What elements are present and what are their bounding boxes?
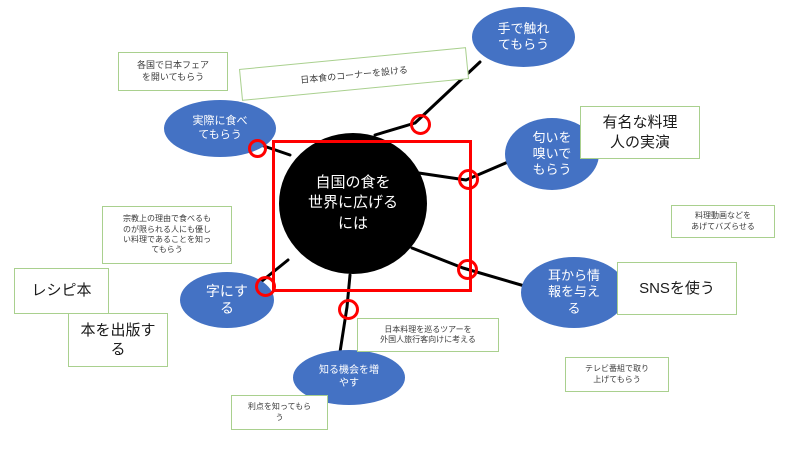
note-text: 日本料理を巡るツアーを 外国人旅行客向けに考える <box>380 324 476 344</box>
connector-marker-right-upper[interactable] <box>458 169 479 190</box>
branch-node-te-de-furete-morau[interactable]: 手で触れ てもらう <box>472 7 575 67</box>
core-node-label: 自国の食を 世界に広げる には <box>307 174 398 232</box>
branch-node-mimi-kara-jouhou[interactable]: 耳から情 報を与え る <box>521 257 627 328</box>
note-terebi-bangumi[interactable]: テレビ番組で取り 上げてもらう <box>565 357 669 392</box>
note-nihonryouri-tour[interactable]: 日本料理を巡るツアーを 外国人旅行客向けに考える <box>357 318 499 352</box>
note-ryouri-douga[interactable]: 料理動画などを あげてバズらせる <box>671 205 775 238</box>
branch-node-label: 手で触れ てもらう <box>497 20 550 52</box>
note-yuumei-na-ryourinin[interactable]: 有名な料理 人の実演 <box>580 106 700 159</box>
branch-node-label: 字にす る <box>205 282 249 317</box>
selection-rectangle[interactable] <box>272 140 472 292</box>
branch-node-label: 実際に食べ てもらう <box>192 114 248 141</box>
branch-node-label: 知る機会を増 やす <box>319 365 379 389</box>
note-nihonshoku-corner[interactable]: 日本食のコーナーを設ける <box>238 47 470 101</box>
note-text: 各国で日本フェア を開いてもらう <box>136 59 209 82</box>
note-text: 料理動画などを あげてバズらせる <box>691 211 755 231</box>
note-text: 本を出版す る <box>80 321 156 359</box>
note-text: レシピ本 <box>31 282 92 300</box>
note-sns-wo-tsukau[interactable]: SNSを使う <box>617 262 737 315</box>
note-text: 利点を知ってもら う <box>247 402 312 422</box>
connector-marker-right-lower[interactable] <box>457 259 478 280</box>
note-kakukoku-nihon-fair[interactable]: 各国で日本フェア を開いてもらう <box>118 52 228 91</box>
connector-marker-bottom[interactable] <box>338 299 359 320</box>
note-recipe-bon[interactable]: レシピ本 <box>14 268 109 314</box>
note-shuukyou-jou-no-riyuu[interactable]: 宗教上の理由で食べるも のが限られる人にも優し い料理であることを知っ てもらう <box>102 206 232 264</box>
branch-node-ji-ni-suru[interactable]: 字にす る <box>180 272 274 328</box>
connector-marker-top[interactable] <box>410 114 431 135</box>
core-node[interactable]: 自国の食を 世界に広げる には <box>279 133 427 274</box>
connector-marker-lower-left[interactable] <box>255 276 276 297</box>
connector-marker-upper-left[interactable] <box>248 139 267 158</box>
note-riten-wo-shitte-morau[interactable]: 利点を知ってもら う <box>231 395 328 430</box>
note-text: 日本食のコーナーを設ける <box>299 64 409 85</box>
note-text: テレビ番組で取り 上げてもらう <box>585 364 649 384</box>
note-text: 有名な料理 人の実演 <box>602 114 678 151</box>
branch-node-label: 匂いを 嗅いで もらう <box>532 129 572 178</box>
note-text: SNSを使う <box>639 279 715 297</box>
branch-node-label: 耳から情 報を与え る <box>547 268 600 316</box>
note-hon-wo-shuppan-suru[interactable]: 本を出版す る <box>68 313 168 367</box>
note-text: 宗教上の理由で食べるも のが限られる人にも優し い料理であることを知っ てもらう <box>123 214 211 255</box>
